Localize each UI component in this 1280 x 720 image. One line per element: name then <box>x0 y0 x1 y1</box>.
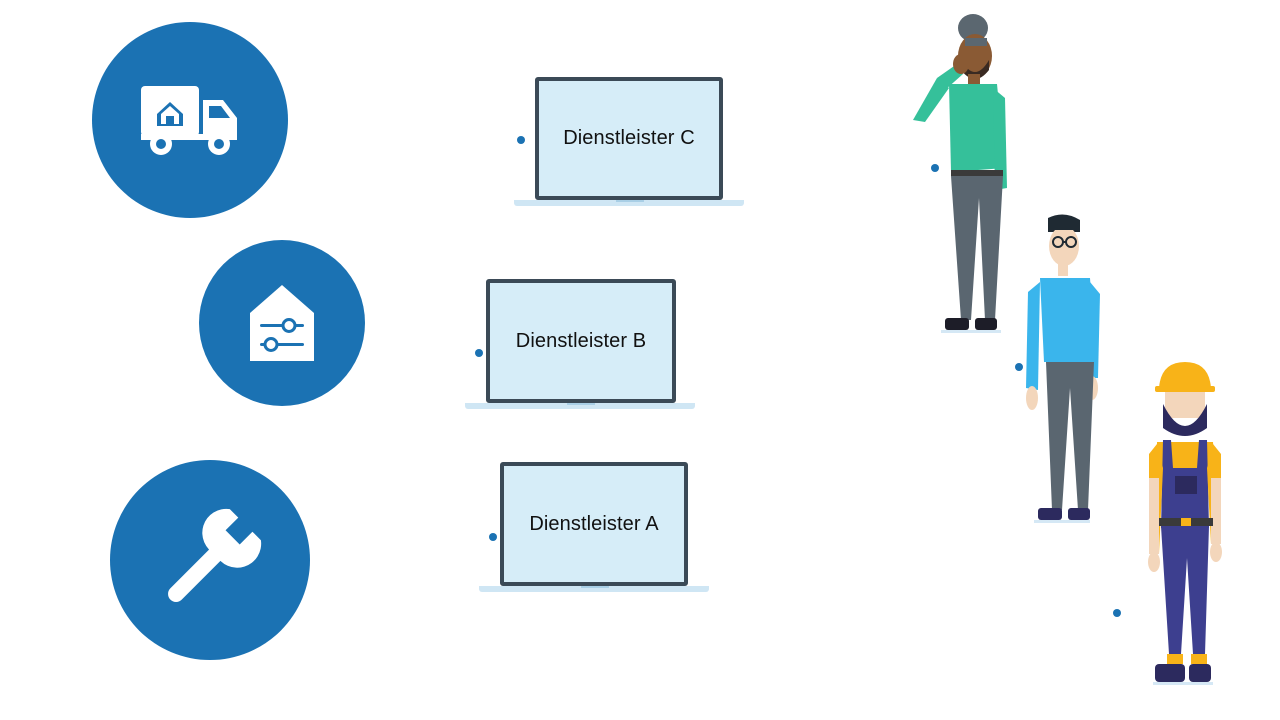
person-on-phone-icon <box>913 14 1007 333</box>
laptop-screen: Dienstleister B <box>486 279 676 403</box>
person-with-glasses-icon <box>1026 214 1100 523</box>
construction-worker-icon <box>1148 362 1222 685</box>
connector-dot-person-3 <box>1113 609 1121 617</box>
laptop-base <box>465 403 695 409</box>
laptop-screen: Dienstleister A <box>500 462 688 586</box>
provider-label: Dienstleister A <box>529 512 659 535</box>
provider-laptop-a: Dienstleister A <box>479 462 709 594</box>
connector-dot-provider-c <box>517 136 525 144</box>
service-circle-moving <box>92 22 288 218</box>
connector-dot-person-2 <box>1015 363 1023 371</box>
connector-dot-provider-b <box>475 349 483 357</box>
laptop-base <box>514 200 744 206</box>
wrench-icon <box>168 508 262 602</box>
connector-dot-provider-a <box>489 533 497 541</box>
connector-dot-person-1 <box>931 164 939 172</box>
laptop-notch <box>616 200 644 202</box>
laptop-notch <box>581 586 609 588</box>
provider-label: Dienstleister C <box>563 127 695 149</box>
moving-truck-icon <box>141 86 237 155</box>
laptop-base <box>479 586 709 592</box>
provider-laptop-b: Dienstleister B <box>465 279 695 411</box>
provider-laptop-c: Dienstleister C <box>514 77 744 209</box>
service-circle-smart-home <box>199 240 365 406</box>
laptop-screen: Dienstleister C <box>535 77 723 200</box>
service-circle-repair <box>110 460 310 660</box>
laptop-notch <box>567 403 595 405</box>
smart-home-settings-icon <box>250 285 314 361</box>
provider-label: Dienstleister B <box>515 329 647 352</box>
